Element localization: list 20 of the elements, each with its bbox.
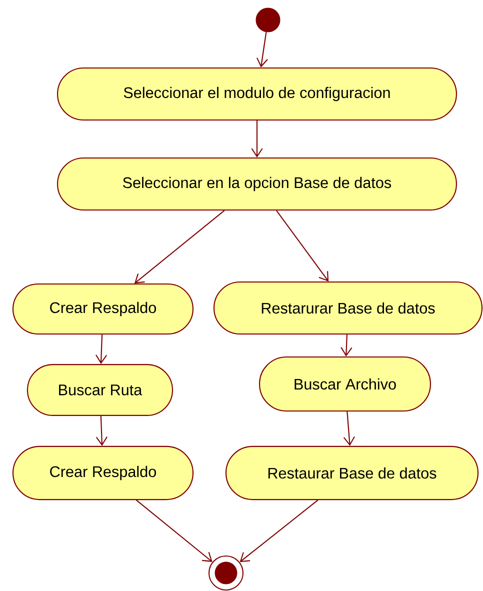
arrow bbox=[96, 334, 108, 364]
arrow bbox=[134, 210, 225, 284]
start-dot bbox=[256, 8, 280, 32]
end-bullseye bbox=[208, 555, 244, 591]
arrow bbox=[256, 32, 268, 68]
arrow bbox=[343, 412, 355, 446]
activity-box: Buscar Archivo bbox=[259, 356, 431, 412]
activity-box: Buscar Ruta bbox=[26, 364, 174, 416]
activity-box: Crear Respaldo bbox=[12, 446, 194, 500]
arrow bbox=[340, 334, 352, 356]
arrow bbox=[240, 500, 318, 562]
arrow bbox=[96, 416, 108, 446]
activity-box: Seleccionar en la opcion Base de datos bbox=[57, 157, 457, 211]
activity-box: Restarurar Base de datos bbox=[213, 281, 483, 335]
activity-box: Restaurar Base de datos bbox=[225, 446, 479, 500]
activity-box: Seleccionar el modulo de configuracion bbox=[57, 67, 457, 121]
arrow bbox=[251, 120, 263, 158]
arrow bbox=[276, 210, 329, 282]
activity-box: Crear Respaldo bbox=[12, 283, 194, 335]
arrow bbox=[136, 500, 212, 562]
